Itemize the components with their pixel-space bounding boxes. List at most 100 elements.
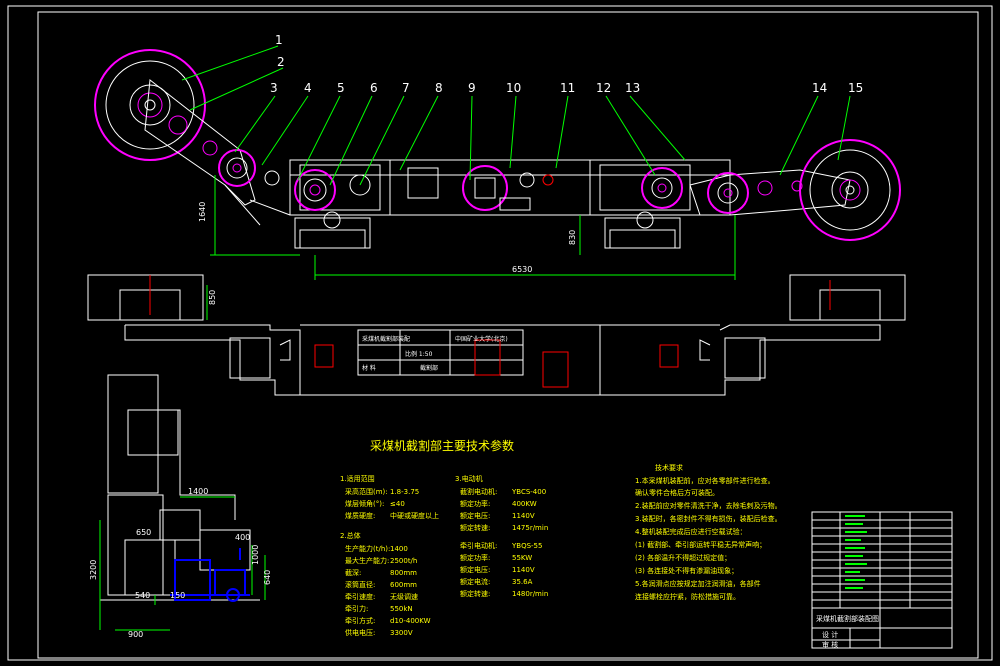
sec2-row-val: d10-400KW	[390, 617, 431, 625]
dim-side-640: 640	[263, 570, 272, 585]
drawing-name: 采煤机截割部装配图	[816, 614, 879, 623]
sec1-heading: 1.适用范围	[340, 474, 375, 483]
dim-height-left: 1640	[198, 202, 207, 222]
sec2-row-key: 牵引方式:	[345, 616, 375, 625]
title-block-marks	[845, 515, 867, 589]
part-number: 2	[277, 55, 285, 69]
sec3-row-val: 1140V	[512, 566, 535, 574]
sec3-row-val: YBQS-55	[511, 542, 542, 550]
strip-left-top: 采煤机截割部装配	[362, 335, 410, 343]
sec1-row-key: 采高范围(m):	[345, 487, 388, 496]
sec1-row-val: 中硬或硬度以上	[390, 511, 439, 520]
dim-side-540: 540	[135, 591, 150, 600]
sec2-row-val: 800mm	[390, 569, 417, 577]
dim-side-3200: 3200	[89, 560, 98, 580]
elevation-dimensions: 1640 830 6530 850	[198, 202, 577, 305]
tech-line: (3) 各连接处不得有渗漏油现象；	[635, 566, 738, 575]
side-view	[100, 374, 260, 602]
label-design: 设 计	[822, 630, 838, 639]
sec1-row-key: 煤层倾角(°):	[345, 499, 384, 508]
strip-left-bottom: 材 料	[362, 364, 376, 372]
part-number: 9	[468, 81, 476, 95]
tech-line: (2) 各部温升不得超过规定值；	[635, 553, 731, 562]
sec3-row-key: 额定功率:	[460, 553, 490, 562]
tech-line: 3.装配时，各密封件不得有损伤，装配后检查。	[635, 514, 782, 523]
sec3-row-val: 400KW	[512, 500, 537, 508]
elevation-view	[94, 45, 901, 320]
sec3-row-val: YBCS-400	[511, 488, 546, 496]
tech-line: 确认零件合格后方可装配。	[635, 488, 719, 497]
sec2-row-val: 3300V	[390, 629, 413, 637]
strip-mid-bottom: 截割部	[420, 364, 438, 372]
params-sec2: 2.总体 生产能力(t/h): 1400 最大生产能力: 2500t/h 截深:…	[340, 531, 431, 637]
part-number: 13	[625, 81, 640, 95]
tech-line: (1) 截割部、牵引部运转平稳无异常声响；	[635, 540, 766, 549]
title-block-text: 采煤机截割部装配图 设 计 审 核	[816, 614, 879, 649]
tech-line: 4.整机装配完成后应进行空载试验：	[635, 527, 747, 536]
sec2-row-key: 牵引速度:	[345, 592, 375, 601]
dim-side-150: 150	[170, 591, 185, 600]
sec3-row-val: 1475r/min	[512, 524, 548, 532]
sec1-row-key: 煤质硬度:	[345, 511, 375, 520]
part-number: 1	[275, 33, 283, 47]
plan-view-title-strip: 采煤机截割部装配 中国矿业大学(北京) 材 料 截割部 比例 1:50	[362, 335, 508, 372]
part-number: 5	[337, 81, 345, 95]
part-number: 6	[370, 81, 378, 95]
sec2-heading: 2.总体	[340, 531, 361, 540]
dim-side-900: 900	[128, 630, 143, 639]
part-numbers: 1 2 3 4 5 6 7 8 9 10 11 12 13 14 15	[270, 33, 863, 95]
dim-side-1000: 1000	[251, 545, 260, 565]
sec2-row-val: 2500t/h	[390, 557, 417, 565]
side-view-dimension-lines	[99, 496, 266, 631]
sec3-row-key: 额定电流:	[460, 577, 490, 586]
strip-extra: 比例 1:50	[405, 350, 433, 358]
sec3-row-key: 额定电压:	[460, 565, 490, 574]
part-number: 7	[402, 81, 410, 95]
sec2-row-key: 牵引力:	[345, 604, 368, 613]
dim-plan-offset: 850	[208, 290, 217, 305]
dim-height-right: 830	[568, 230, 577, 245]
sec2-row-key: 截深:	[345, 568, 361, 577]
params-sec3: 3.电动机 截割电动机: YBCS-400 额定功率: 400KW 额定电压: …	[455, 474, 548, 598]
sec3-row-key: 额定转速:	[460, 523, 490, 532]
sec3-row-val: 35.6A	[512, 578, 533, 586]
title-block	[811, 511, 953, 649]
tech-line: 5.各润滑点应按规定加注润滑油，各部件	[635, 579, 761, 588]
sec2-row-key: 供电电压:	[345, 628, 375, 637]
tech-requirements: 技术要求 1.本采煤机装配前，应对各零部件进行检查。 确认零件合格后方可装配。 …	[635, 463, 782, 601]
sec3-row-val: 1480r/min	[512, 590, 548, 598]
sec3-row-key: 额定转速:	[460, 589, 490, 598]
sec2-row-val: 无级调速	[390, 592, 418, 601]
dim-span-main: 6530	[512, 265, 532, 274]
params-main-title: 采煤机截割部主要技术参数	[370, 438, 514, 453]
sec3-row-key: 牵引电动机:	[460, 541, 497, 550]
sec2-row-val: 600mm	[390, 581, 417, 589]
dim-side-650: 650	[136, 528, 151, 537]
tech-heading: 技术要求	[655, 463, 683, 472]
sec1-row-val: 1.8-3.75	[390, 488, 419, 496]
sec2-row-val: 550kN	[390, 605, 413, 613]
tech-line: 1.本采煤机装配前，应对各零部件进行检查。	[635, 476, 775, 485]
part-number: 14	[812, 81, 827, 95]
label-check: 审 核	[822, 640, 838, 649]
sec3-row-key: 额定电压:	[460, 511, 490, 520]
sec1-row-val: ≤40	[390, 500, 405, 508]
sec2-row-val: 1400	[390, 545, 408, 553]
part-number: 3	[270, 81, 278, 95]
sec2-row-key: 滚筒直径:	[345, 580, 375, 589]
sec3-row-key: 额定功率:	[460, 499, 490, 508]
sec3-row-key: 截割电动机:	[460, 487, 497, 496]
sec3-heading: 3.电动机	[455, 474, 483, 483]
sec3-row-val: 55KW	[512, 554, 532, 562]
part-number: 10	[506, 81, 521, 95]
outer-frame	[7, 5, 993, 661]
inner-frame	[37, 11, 979, 659]
side-view-dimensions: 1400 650 400 3200 1000 540 640 900 150	[89, 487, 272, 639]
sec2-row-key: 生产能力(t/h):	[345, 544, 390, 553]
sec2-row-key: 最大生产能力:	[345, 556, 389, 565]
part-number: 4	[304, 81, 312, 95]
tech-params: 采煤机截割部主要技术参数 1.适用范围 采高范围(m): 1.8-3.75 煤层…	[340, 438, 782, 637]
part-number: 8	[435, 81, 443, 95]
tech-line: 连接螺栓应拧紧，防松措施可靠。	[635, 592, 740, 601]
